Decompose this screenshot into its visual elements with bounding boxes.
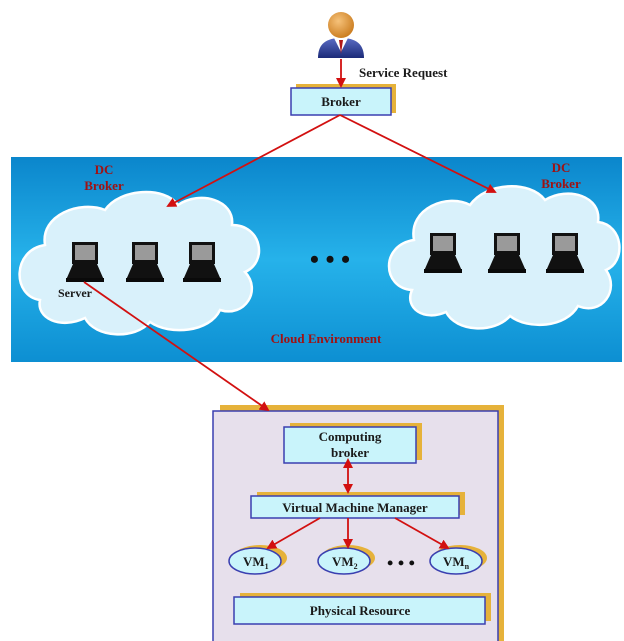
cloud-environment-label: Cloud Environment [271,331,382,346]
vm-manager-box [250,492,465,519]
broker-label: Broker [321,94,361,109]
vm1-label: VM1 [243,554,269,571]
vm-manager-to-vmn-arrow [394,517,450,549]
server-to-panel-arrow [83,281,270,412]
vm-ellipsis: • • • [387,553,415,573]
physical-resource-box [233,593,491,625]
broker-box [290,84,396,116]
arrows [83,59,497,549]
vmn-label: VMn [443,554,470,571]
dc-broker-left-line1: DC [95,162,114,177]
clouds-ellipsis: • • • [310,245,350,274]
vm2-node [317,545,375,575]
physical-resource-label: Physical Resource [310,603,411,618]
dc-broker-left-line2: Broker [84,178,124,193]
vm-manager-to-vm1-arrow [266,517,321,549]
vmn-node [429,545,487,575]
service-request-label: Service Request [359,65,448,80]
broker-to-left-dc-arrow [166,114,341,207]
dc-broker-right-line2: Broker [541,176,581,191]
computing-broker-line1: Computing [319,429,382,444]
server-label: Server [58,286,93,300]
computing-broker-line2: broker [331,445,369,460]
computing-broker-box [283,423,422,464]
user-icon [318,12,364,58]
dc-broker-right-line1: DC [552,160,571,175]
vm1-node [228,545,287,575]
broker-to-right-dc-arrow [339,114,497,193]
vm2-label: VM2 [332,554,358,571]
vm-manager-label: Virtual Machine Manager [282,500,428,515]
